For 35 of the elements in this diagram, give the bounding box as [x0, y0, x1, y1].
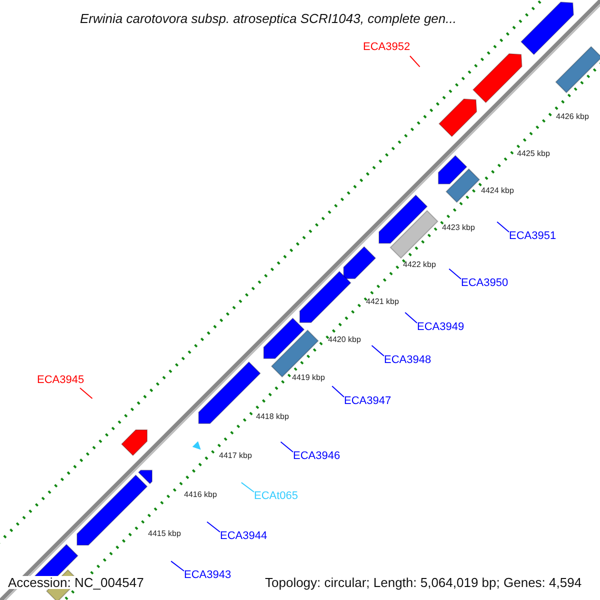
scale-label: 4416 kbp — [184, 491, 217, 499]
gene-label: ECA3946 — [293, 451, 340, 462]
gene-label: ECA3952 — [363, 42, 410, 53]
leader-line — [448, 268, 462, 280]
leader-line — [80, 388, 93, 399]
leader-line — [170, 560, 184, 572]
title: Erwinia carotovora subsp. atroseptica SCRI1043, complete gen... — [80, 10, 456, 28]
leader-line — [371, 345, 384, 356]
leader-line — [206, 521, 220, 532]
gene-label: ECA3951 — [509, 231, 556, 242]
leader-line — [404, 312, 418, 324]
scale-label: 4419 kbp — [292, 374, 325, 382]
gene-label: ECAt065 — [254, 491, 298, 502]
gene-label: ECA3944 — [220, 531, 268, 542]
leader-line — [332, 386, 344, 398]
scale-label: 4417 kbp — [219, 452, 252, 460]
scale-label: 4423 kbp — [442, 224, 475, 232]
leader-line — [240, 482, 254, 492]
scale-label: 4420 kbp — [328, 336, 361, 344]
leader-line — [410, 56, 420, 68]
scale-label: 4422 kbp — [403, 261, 436, 269]
scale-label: 4424 kbp — [481, 187, 514, 195]
scale-label: 4415 kbp — [148, 530, 181, 538]
gene-label: ECA3945 — [37, 375, 84, 386]
gene-label: ECA3947 — [344, 396, 392, 407]
gene-label: ECA3950 — [461, 278, 508, 289]
scale-label: 4426 kbp — [556, 113, 589, 121]
scale-label: 4418 kbp — [256, 413, 289, 421]
gene-label: ECA3949 — [417, 322, 464, 333]
gene-label: ECA3948 — [384, 355, 432, 366]
gene-label: ECA3943 — [184, 570, 232, 581]
scale-label: 4421 kbp — [366, 298, 399, 306]
scale-label: 4425 kbp — [517, 150, 550, 158]
leader-line — [280, 441, 294, 452]
leader-line — [496, 221, 510, 232]
